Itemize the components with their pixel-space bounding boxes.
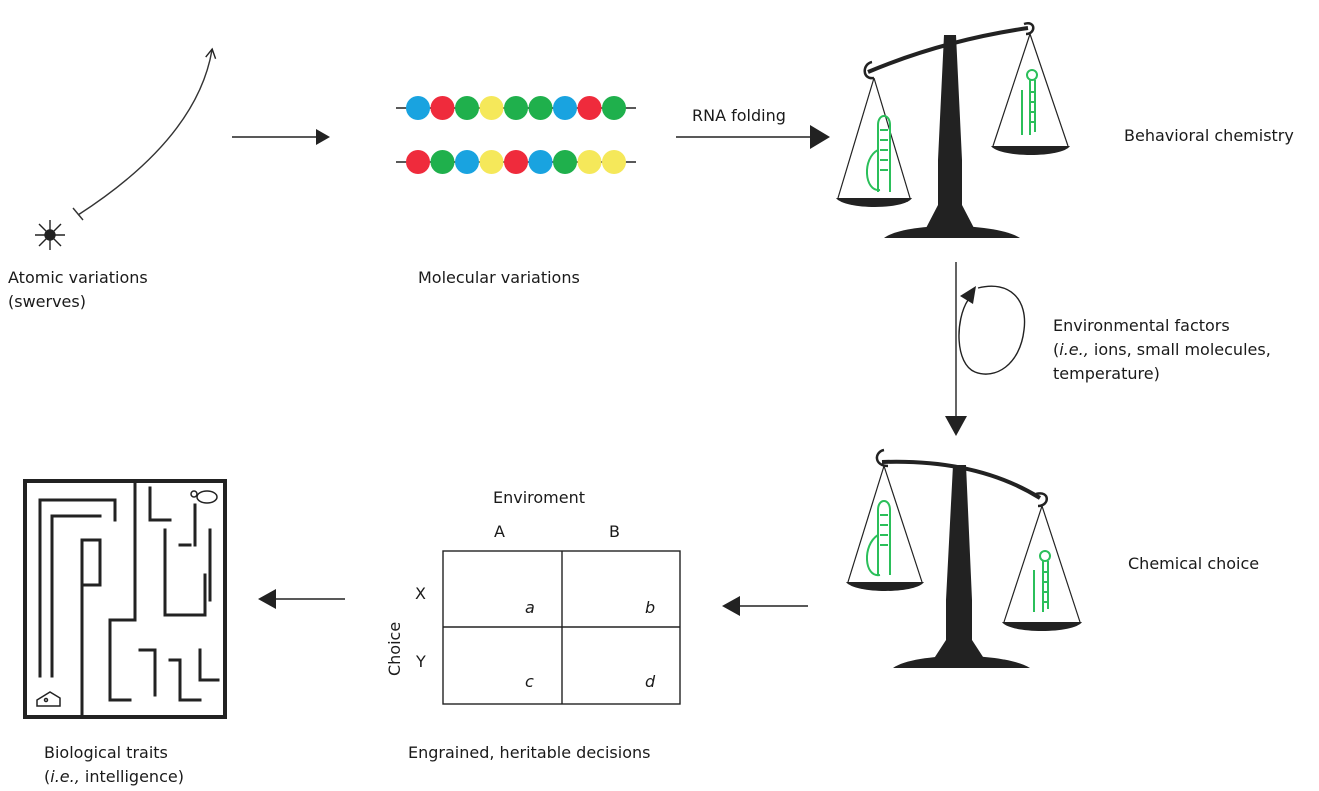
- matrix-cell-d: d: [645, 672, 656, 691]
- biological-traits-label: Biological traits (i.e., intelligence): [44, 743, 184, 786]
- behavioral-chemistry-label: Behavioral chemistry: [1124, 126, 1294, 145]
- matrix-cell-b: b: [645, 598, 656, 617]
- bead-blue: [528, 150, 553, 174]
- environmental-factors-label: Environmental factors (i.e., ions, small…: [1053, 316, 1271, 383]
- arrow-atomic-to-molecular: [232, 129, 330, 145]
- matrix-cell-c: c: [525, 672, 534, 691]
- molecular-bead-strands: [396, 96, 636, 174]
- rna-hairpin-left-top: [865, 115, 891, 192]
- balance-scale-bottom: [846, 448, 1082, 668]
- molecular-variations-label: Molecular variations: [418, 268, 580, 287]
- arrow-rna-folding: [676, 125, 830, 149]
- swerve-arrow-tail: [72, 207, 84, 221]
- matrix-col-a: A: [494, 522, 505, 541]
- bead-red: [577, 96, 602, 120]
- rna-hairpin-right-top: [1021, 69, 1038, 135]
- bead-green: [553, 150, 577, 174]
- mouse-icon: [190, 490, 218, 504]
- bead-green: [504, 96, 528, 120]
- bead-yellow: [479, 150, 504, 174]
- bead-green: [455, 96, 479, 120]
- arrow-matrix-to-traits: [258, 589, 345, 609]
- bead-red: [504, 150, 528, 174]
- rna-folding-label: RNA folding: [692, 106, 786, 125]
- bead-green: [430, 150, 455, 174]
- decision-matrix-grid: [442, 550, 681, 705]
- matrix-row-axis: Choice: [385, 621, 404, 676]
- bead-green: [528, 96, 553, 120]
- bead-green: [602, 96, 626, 120]
- bead-red: [430, 96, 455, 120]
- bead-yellow: [479, 96, 504, 120]
- engrained-decisions-label: Engrained, heritable decisions: [408, 743, 651, 762]
- matrix-title: Enviroment: [493, 488, 586, 507]
- bead-red: [406, 150, 430, 174]
- arrow-environment-down: [945, 262, 1026, 436]
- bead-blue: [406, 96, 430, 120]
- swerve-arrow: [77, 47, 217, 216]
- atomic-variations-label: Atomic variations (swerves): [8, 268, 148, 311]
- matrix-row-x: X: [415, 584, 426, 603]
- matrix-cell-a: a: [525, 598, 535, 617]
- bead-yellow: [602, 150, 626, 174]
- bead-blue: [455, 150, 479, 174]
- bead-blue: [553, 96, 577, 120]
- matrix-col-b: B: [609, 522, 620, 541]
- rna-hairpin-right-bottom: [1033, 550, 1051, 612]
- arrow-choice-to-matrix: [722, 596, 808, 616]
- chemical-choice-label: Chemical choice: [1128, 554, 1260, 573]
- cheese-icon: [36, 691, 61, 707]
- rna-hairpin-left-bottom: [865, 500, 891, 577]
- env-ie: i.e.,: [1059, 340, 1089, 359]
- matrix-row-y: Y: [416, 652, 426, 671]
- bio-ie: i.e.,: [50, 767, 80, 786]
- maze: [23, 479, 227, 719]
- starburst-icon: [35, 220, 65, 250]
- balance-scale-top: [836, 22, 1070, 238]
- bead-yellow: [577, 150, 602, 174]
